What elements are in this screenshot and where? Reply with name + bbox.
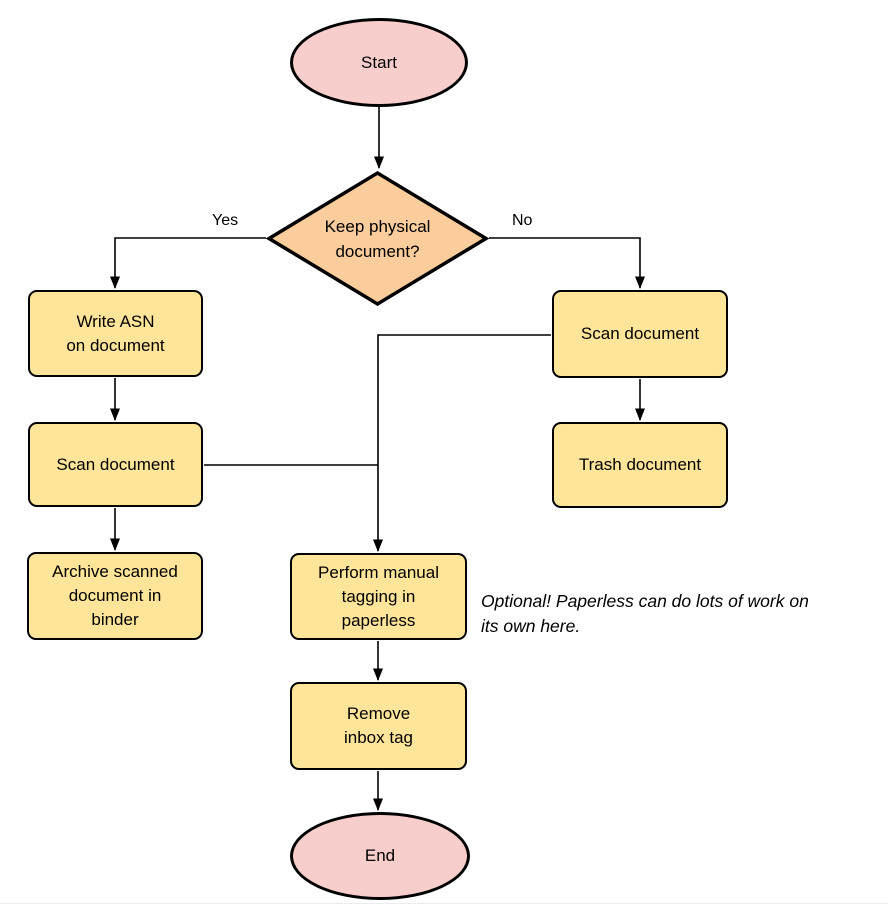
edge-decision-no-to-scan-right xyxy=(489,237,645,289)
node-scan-document-right: Scan document xyxy=(552,290,728,378)
node-archive-binder: Archive scanned document in binder xyxy=(27,552,203,640)
node-scan-document-left: Scan document xyxy=(28,422,203,507)
node-write-asn: Write ASN on document xyxy=(28,290,203,377)
node-start-label: Start xyxy=(361,52,397,72)
node-start: Start xyxy=(290,18,468,107)
node-archive-binder-label: Archive scanned document in binder xyxy=(52,562,178,629)
node-decision-label: Keep physical document? xyxy=(324,216,431,261)
node-decision-keep-physical: Keep physical document? xyxy=(265,170,490,307)
annotation-optional-note: Optional! Paperless can do lots of work … xyxy=(481,591,809,636)
node-remove-inbox-tag-label: Remove inbox tag xyxy=(344,704,413,747)
node-manual-tagging: Perform manual tagging in paperless xyxy=(290,553,467,640)
edge-label-yes: Yes xyxy=(210,212,241,230)
edge-decision-yes-to-write-asn xyxy=(110,237,266,289)
node-trash-document-label: Trash document xyxy=(578,455,702,474)
node-remove-inbox-tag: Remove inbox tag xyxy=(290,682,467,770)
node-scan-document-left-label: Scan document xyxy=(56,454,175,474)
node-end: End xyxy=(290,812,470,900)
bottom-divider xyxy=(0,903,888,904)
node-scan-document-right-label: Scan document xyxy=(580,324,700,343)
node-manual-tagging-label: Perform manual tagging in paperless xyxy=(318,562,439,630)
edge-label-no: No xyxy=(510,212,535,230)
node-write-asn-label: Write ASN on document xyxy=(66,311,165,355)
node-end-label: End xyxy=(364,846,396,865)
edge-scan-right-to-tagging xyxy=(373,334,551,552)
diamond-shape xyxy=(265,170,490,307)
node-trash-document: Trash document xyxy=(552,422,728,508)
